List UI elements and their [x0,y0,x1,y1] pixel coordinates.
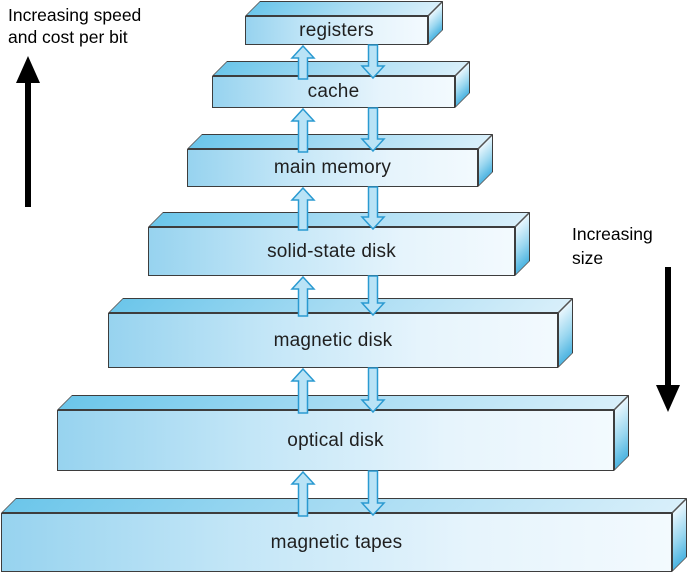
up-arrow-icon [290,186,316,231]
down-arrow-icon [360,107,386,153]
box-magnetic-disk-front-face: magnetic disk [108,313,558,368]
down-arrow-icon [360,367,386,414]
right-annotation: Increasing size [572,222,653,270]
increasing-size-arrow-icon [655,267,681,413]
transfer-arrows-main-memory-solid-state-disk [0,186,693,231]
left-annotation-line2: and cost per bit [8,27,128,47]
box-solid-state-disk-front-face: solid-state disk [148,227,515,276]
box-main-memory-front-face: main memory [187,149,478,187]
box-label-optical-disk: optical disk [287,429,384,451]
box-main-memory: main memory [187,134,493,187]
up-arrow-icon [290,470,316,517]
box-magnetic-tapes: magnetic tapes [1,498,687,572]
increasing-speed-arrow-icon [15,55,41,207]
transfer-arrows-registers-cache [0,44,693,80]
transfer-arrows-magnetic-disk-optical-disk [0,367,693,414]
box-label-main-memory: main memory [273,157,392,178]
down-arrow-icon [360,186,386,231]
box-solid-state-disk: solid-state disk [148,212,530,276]
box-cache: cache [212,61,470,108]
box-label-magnetic-disk: magnetic disk [273,329,393,351]
up-arrow-icon [290,107,316,153]
box-registers-top-face [245,1,443,16]
left-annotation-line1: Increasing speed [8,5,142,25]
transfer-arrows-cache-main-memory [0,107,693,153]
box-cache-front-face: cache [212,76,455,108]
box-registers-front-face: registers [245,16,428,45]
box-magnetic-disk: magnetic disk [108,298,573,368]
down-arrow-icon [360,44,386,80]
box-registers: registers [245,1,443,45]
up-arrow-icon [290,367,316,414]
box-label-registers: registers [299,19,374,41]
box-optical-disk: optical disk [57,395,629,471]
right-annotation-line2: size [572,248,604,268]
box-label-cache: cache [307,81,360,102]
box-label-magnetic-tapes: magnetic tapes [270,531,403,553]
transfer-arrows-optical-disk-magnetic-tapes [0,470,693,517]
down-arrow-icon [360,470,386,517]
down-arrow-icon [360,275,386,317]
up-arrow-icon [290,275,316,317]
left-annotation: Increasing speed and cost per bit [8,4,141,48]
box-magnetic-tapes-front-face: magnetic tapes [1,513,672,572]
box-label-solid-state-disk: solid-state disk [267,240,396,262]
right-annotation-line1: Increasing [572,224,653,244]
box-optical-disk-front-face: optical disk [57,410,614,471]
up-arrow-icon [290,44,316,80]
transfer-arrows-solid-state-disk-magnetic-disk [0,275,693,317]
